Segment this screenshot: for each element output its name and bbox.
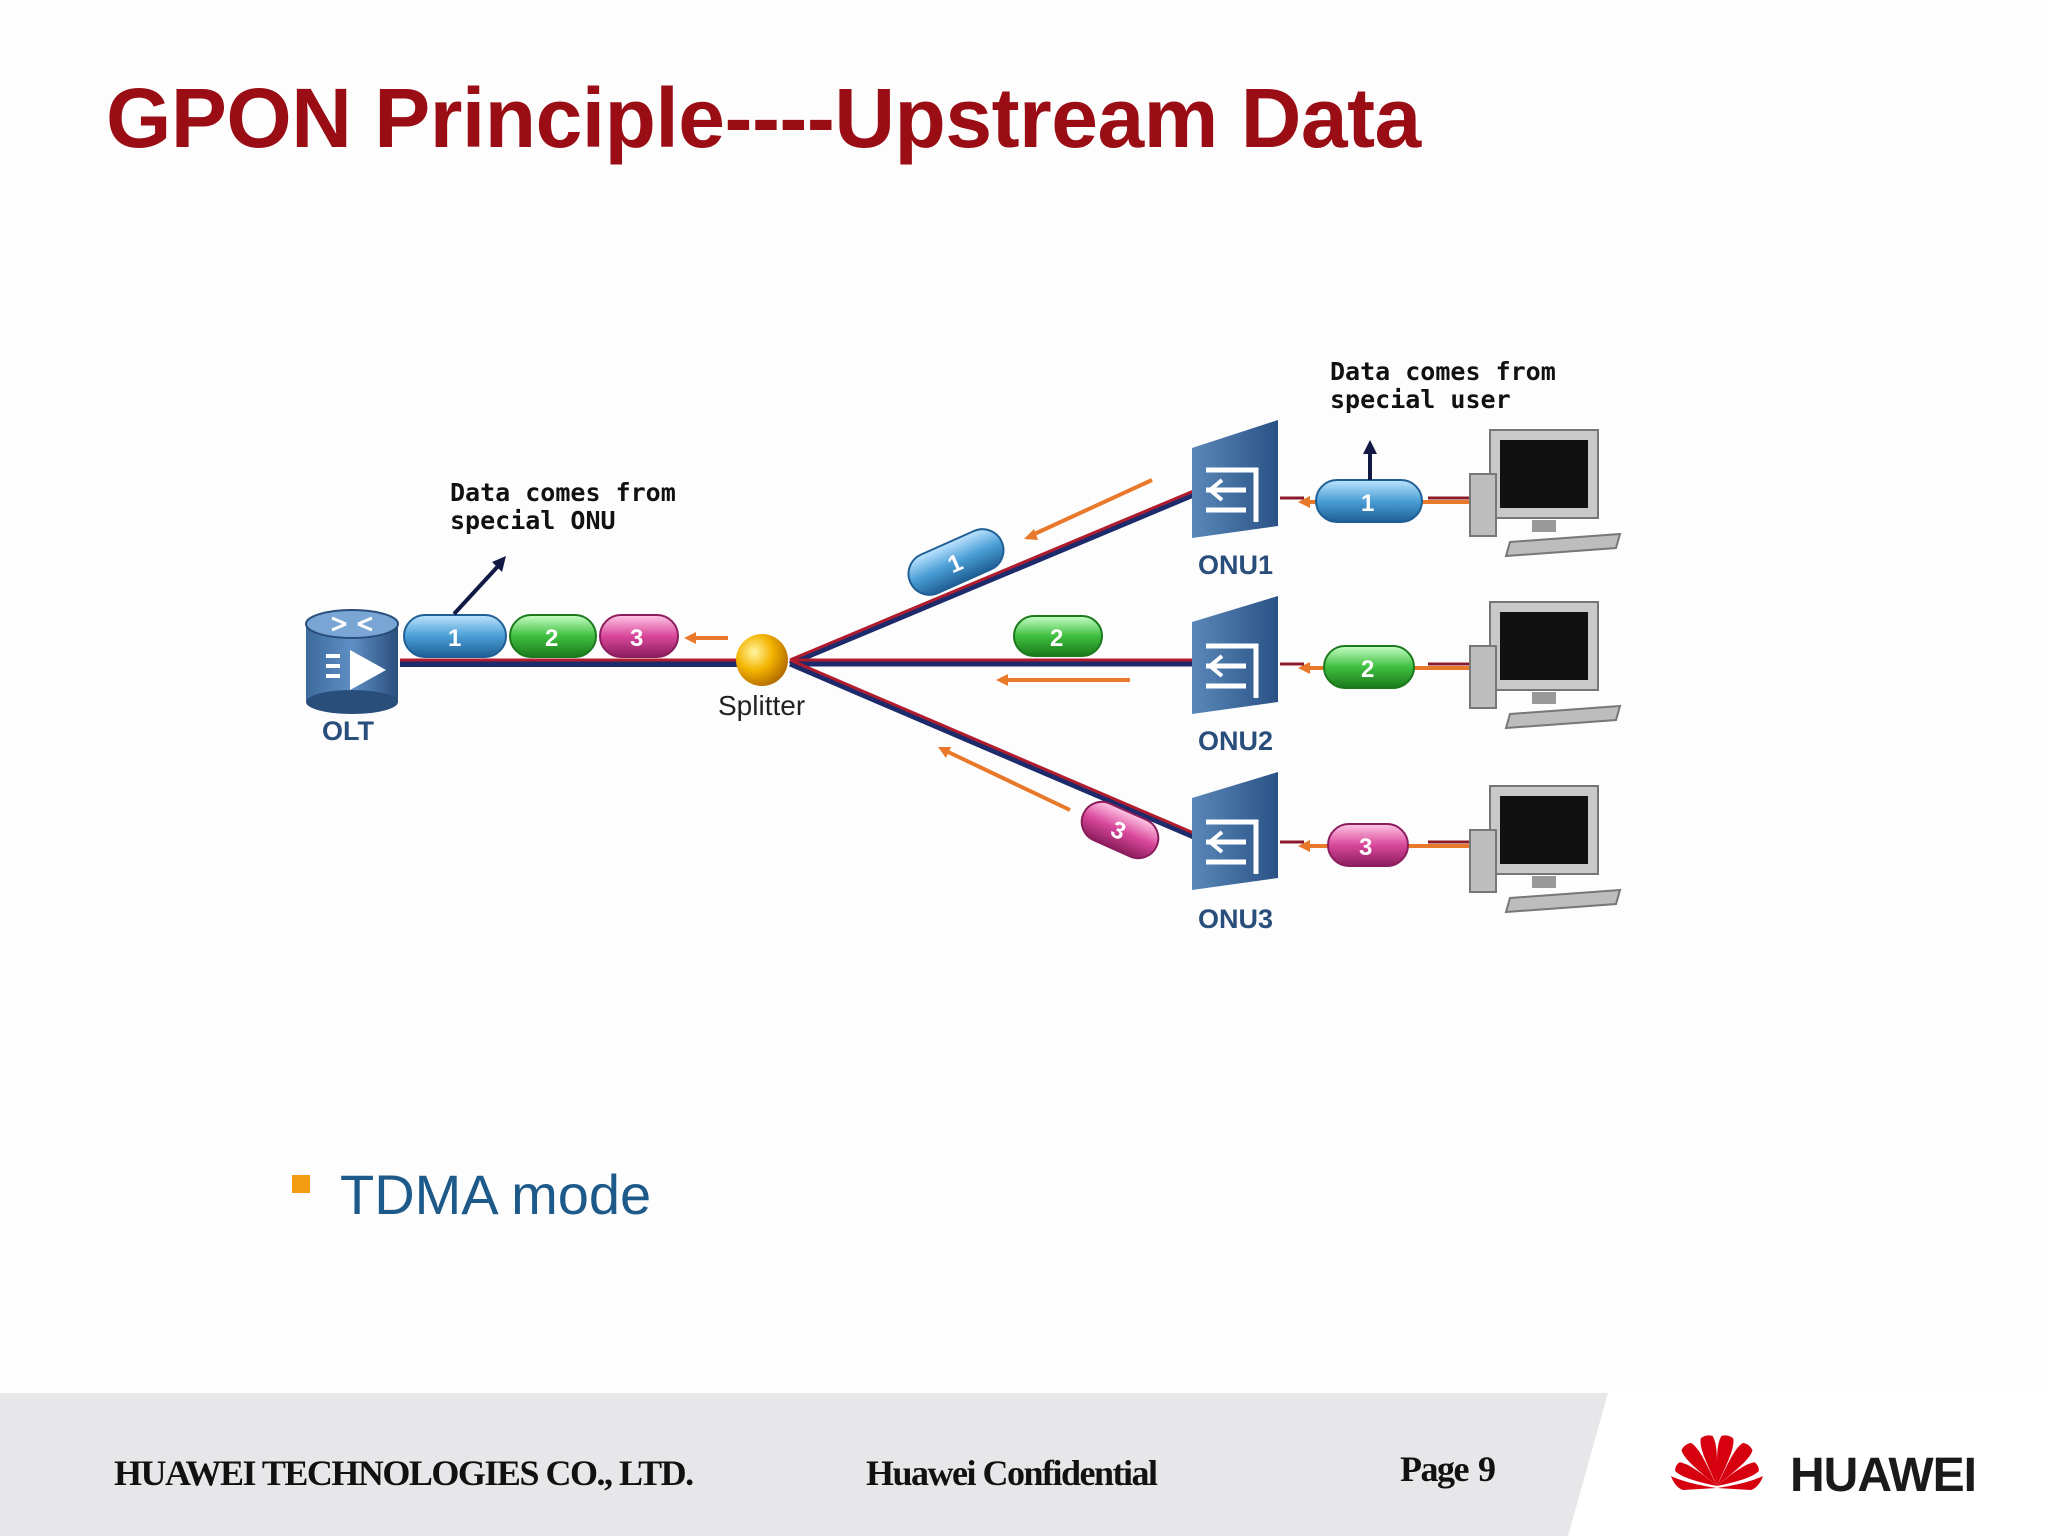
footer-company: HUAWEI TECHNOLOGIES CO., LTD. [114, 1453, 694, 1493]
brand-name: HUAWEI [1790, 1449, 1977, 1502]
packet-1-label: 1 [448, 625, 461, 652]
bullet-text: TDMA mode [340, 1163, 652, 1226]
slide-title: GPON Principle----Upstream Data [106, 71, 1421, 165]
user-packet-1: 1 [1315, 479, 1423, 523]
fiber-lines [400, 488, 1197, 841]
olt-device [305, 609, 399, 714]
annotation-user-line-2: special user [1330, 385, 1511, 414]
computer-icon [1469, 785, 1622, 914]
fiber-onu3 [789, 661, 1197, 841]
onu-3-device [1192, 772, 1278, 890]
branch-packet-3: 3 [1080, 800, 1160, 860]
computer-icon [1469, 601, 1622, 730]
annotation-onu-line-1: Data comes from [450, 478, 676, 507]
arrow-up-icon [1363, 440, 1377, 480]
arrow-up-right-icon [452, 556, 506, 616]
onu-1-device [1192, 420, 1278, 538]
footer-confidential: Huawei Confidential [866, 1453, 1158, 1493]
trunk-packets: 1 2 3 [403, 614, 679, 658]
svg-text:1: 1 [1361, 490, 1374, 517]
onu-2-label: ONU2 [1198, 726, 1273, 756]
packet-3-label: 3 [630, 625, 643, 652]
bullet-list-item: TDMA mode [292, 1162, 651, 1227]
fiber-onu1 [789, 491, 1197, 667]
page-number: 9 [1477, 1449, 1496, 1489]
bullet-square-icon [292, 1174, 310, 1193]
packet-3 [599, 614, 679, 658]
annotation-onu-line-2: special ONU [450, 506, 616, 535]
onu-2-device [1192, 596, 1278, 714]
branch-packet-1: 1 [907, 528, 1005, 596]
splitter-node [736, 634, 788, 686]
user-packet-3: 3 [1327, 823, 1409, 867]
annotation-user-line-1: Data comes from [1330, 357, 1556, 386]
user-packet-2: 2 [1323, 645, 1415, 689]
onu-3-label: ONU3 [1198, 904, 1273, 934]
footer-divider [1560, 1393, 2048, 1536]
olt-label: OLT [322, 716, 374, 746]
computer-icon [1469, 429, 1622, 558]
page-label: Page [1400, 1449, 1469, 1489]
splitter-label: Splitter [718, 690, 805, 721]
packet-2 [509, 614, 597, 658]
huawei-logo-icon [1671, 1435, 1763, 1490]
branch-packet-2: 2 [1013, 615, 1103, 657]
packet-2-label: 2 [545, 625, 558, 652]
onu-1-label: ONU1 [1198, 550, 1273, 580]
svg-text:2: 2 [1050, 625, 1063, 652]
svg-text:3: 3 [1359, 834, 1372, 861]
svg-text:2: 2 [1361, 656, 1374, 683]
packet-1 [403, 614, 507, 658]
